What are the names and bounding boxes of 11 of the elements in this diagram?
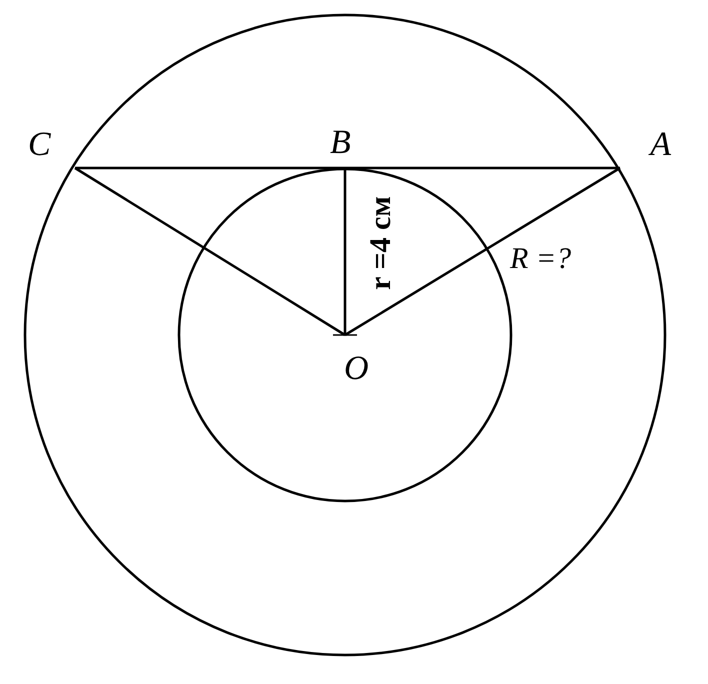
edge-label: R =? xyxy=(510,244,572,274)
line-segment xyxy=(344,168,346,335)
point-label: O xyxy=(344,336,376,386)
line-segment xyxy=(345,166,620,170)
point-label: B xyxy=(330,126,360,169)
line-segment xyxy=(344,166,621,336)
point-label: A xyxy=(619,128,671,169)
edge-label: r =4 см xyxy=(366,196,396,290)
point-label: C xyxy=(28,128,76,169)
line-segment xyxy=(74,166,346,336)
line-segment xyxy=(75,166,345,170)
